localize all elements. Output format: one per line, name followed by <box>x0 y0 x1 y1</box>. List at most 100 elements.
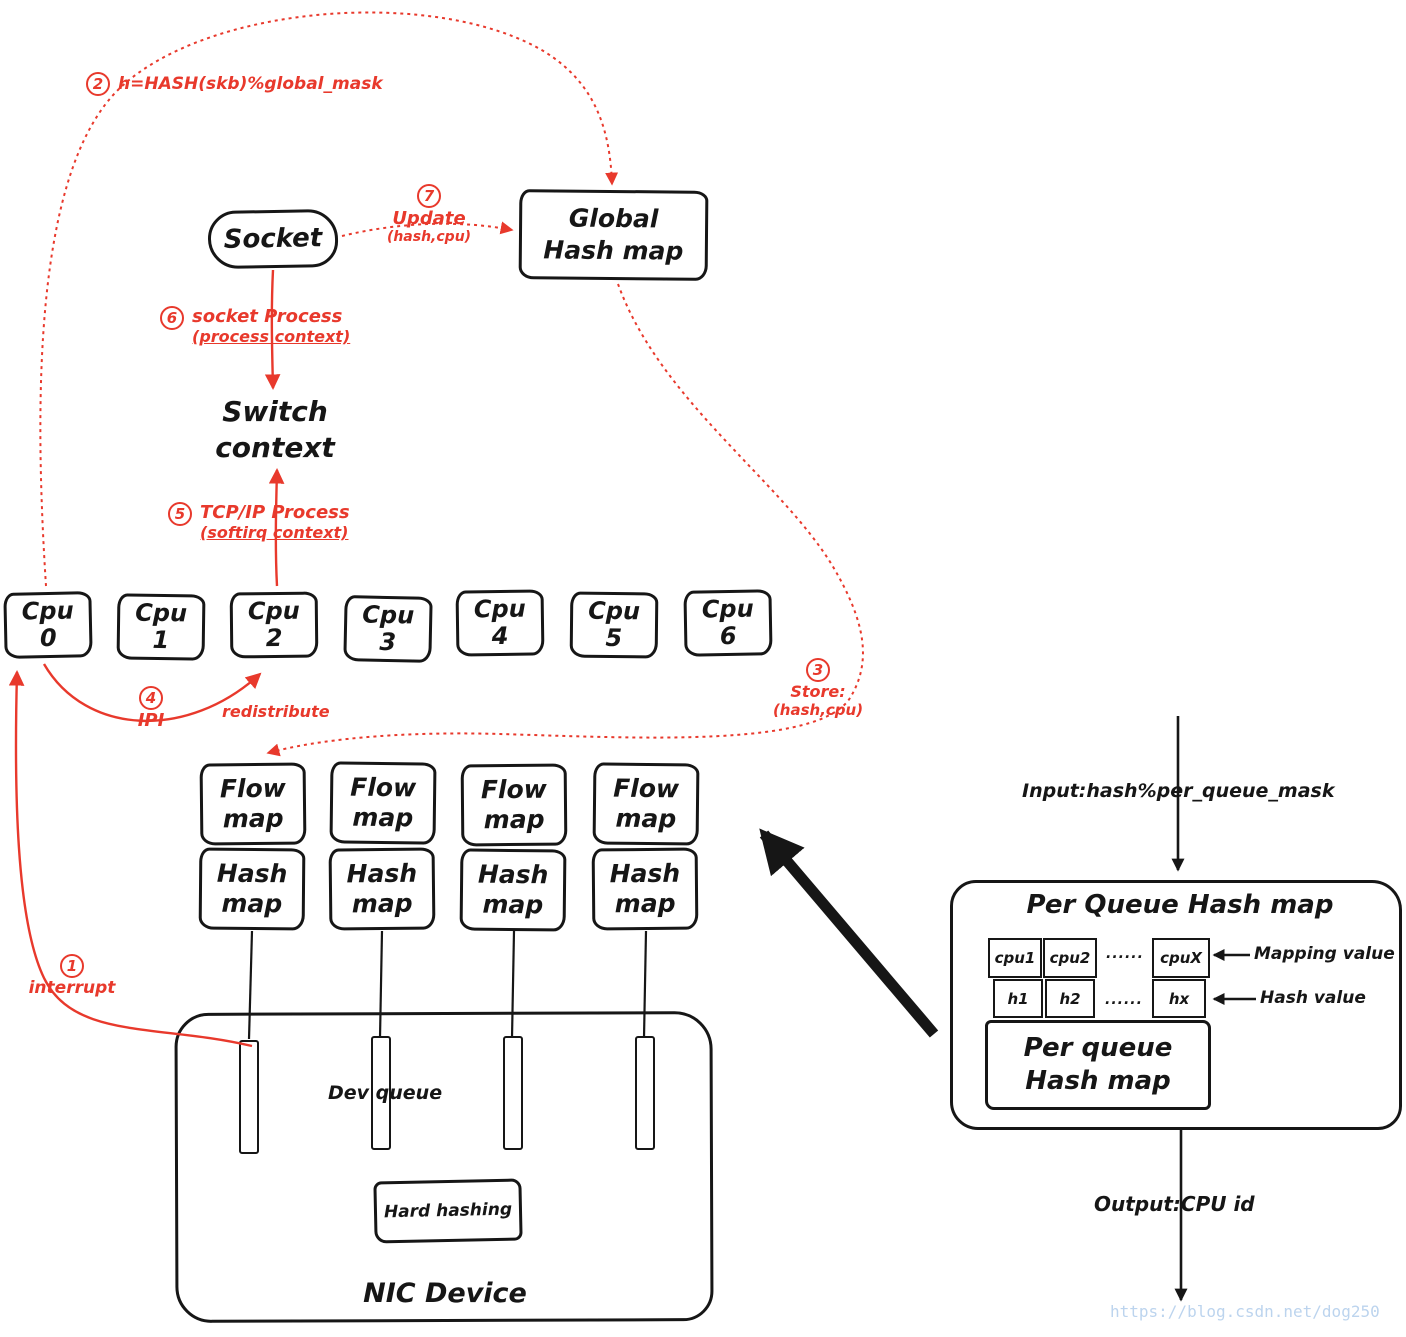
cpu-1-node: Cpu 1 <box>116 593 206 661</box>
per-queue-hash-map-title: Per Queue Hash map <box>1026 890 1334 920</box>
hash-map-2: Hash map <box>328 847 436 931</box>
step7-annotation: 7 Update (hash,cpu) <box>376 184 482 245</box>
cpu-3-line2: 3 <box>379 627 397 657</box>
step2-annotation: 2 h=HASH(skb)%global_mask <box>86 72 383 96</box>
cpu-5-line2: 5 <box>605 623 623 653</box>
step6-annotation: 6 socket Process (process context) <box>160 306 350 346</box>
cell-cpu-dots: ...... <box>1100 934 1150 974</box>
step4-text: IPI <box>137 710 165 731</box>
step6-number: 6 <box>160 306 184 330</box>
per-queue-hash-map-inner: Per queue Hash map <box>985 1020 1211 1110</box>
dev-queue-slot-4 <box>635 1036 655 1150</box>
hash-map-4: Hash map <box>591 847 699 931</box>
global-hash-map-line2: Hash map <box>543 235 684 266</box>
hash-value-label: Hash value <box>1260 988 1366 1008</box>
step4-number: 4 <box>139 686 163 710</box>
step5-number: 5 <box>168 502 192 526</box>
cpu-5-line1: Cpu <box>588 596 641 626</box>
hash-map-3-line1: Hash <box>477 859 549 890</box>
step3-line1: Store: <box>790 682 846 701</box>
cpu-3-line1: Cpu <box>362 600 415 630</box>
nic-device-label: NIC Device <box>363 1278 527 1309</box>
socket-node: Socket <box>207 208 339 270</box>
cpu-0-line1: Cpu <box>21 596 74 626</box>
flow-map-4-line2: map <box>615 803 677 834</box>
cpu-6-node: Cpu 6 <box>683 589 773 657</box>
step7-line2: (hash,cpu) <box>386 229 472 245</box>
cpu-4-node: Cpu 4 <box>455 589 545 657</box>
hard-hashing-label: Hard hashing <box>383 1199 513 1223</box>
hash-map-4-line1: Hash <box>609 858 681 889</box>
watermark: https://blog.csdn.net/dog250 <box>1110 1302 1380 1321</box>
step5-annotation: 5 TCP/IP Process (softirq context) <box>168 502 350 542</box>
cpu-0-line2: 0 <box>39 623 57 653</box>
hash-map-2-line2: map <box>351 888 413 919</box>
global-hash-map-line1: Global <box>568 203 659 234</box>
cpu-2-node: Cpu 2 <box>229 591 319 659</box>
cell-h1: h1 <box>993 979 1043 1018</box>
cpu-2-line1: Cpu <box>247 596 300 626</box>
cell-cpuX: cpuX <box>1152 938 1210 978</box>
output-label: Output:CPU id <box>1094 1192 1255 1216</box>
hash-map-2-line1: Hash <box>346 858 418 889</box>
step1-number: 1 <box>60 954 84 978</box>
flow-map-4-line1: Flow <box>613 773 680 804</box>
step4-annotation: 4 IPI <box>126 686 176 731</box>
step2-number: 2 <box>86 72 110 96</box>
cell-h-dots: ...... <box>1098 982 1150 1018</box>
flow-map-1-line1: Flow <box>219 773 286 804</box>
cpu-4-line1: Cpu <box>473 594 526 624</box>
step1-text: interrupt <box>28 978 116 998</box>
flow-map-4: Flow map <box>592 762 700 846</box>
dev-queue-slot-3 <box>503 1036 523 1150</box>
cpu-1-line2: 1 <box>152 625 170 655</box>
per-queue-inner-line1: Per queue <box>1023 1033 1173 1063</box>
cell-hx: hx <box>1152 979 1206 1018</box>
mapping-value-label: Mapping value <box>1254 944 1395 964</box>
hard-hashing-node: Hard hashing <box>373 1178 523 1244</box>
hash-map-3: Hash map <box>459 848 567 932</box>
flow-map-3-line1: Flow <box>480 774 547 805</box>
hash-map-3-line2: map <box>482 889 544 920</box>
global-hash-map-node: Global Hash map <box>518 189 709 281</box>
cpu-4-line2: 4 <box>491 621 509 651</box>
step2-text: h=HASH(skb)%global_mask <box>118 74 383 94</box>
hash-map-1-line2: map <box>221 888 283 919</box>
cpu-6-line1: Cpu <box>701 594 754 624</box>
step3-number: 3 <box>806 658 830 682</box>
cell-cpu1: cpu1 <box>988 938 1042 978</box>
dev-queue-label: Dev queue <box>328 1082 443 1104</box>
cpu-2-line2: 2 <box>265 623 283 653</box>
socket-label: Socket <box>223 223 323 255</box>
flow-map-2-line2: map <box>352 802 414 833</box>
hash-map-1: Hash map <box>198 847 306 931</box>
cpu-0-node: Cpu 0 <box>3 591 93 659</box>
step6-line2: (process context) <box>192 327 351 346</box>
flow-map-2-line1: Flow <box>350 772 417 803</box>
hash-map-4-line2: map <box>614 888 676 919</box>
step3-annotation: 3 Store: (hash,cpu) <box>766 658 870 719</box>
switch-context-label: Switch context <box>205 394 345 466</box>
cpu-6-line2: 6 <box>719 621 737 651</box>
flow-map-2: Flow map <box>329 761 437 845</box>
cpu-5-node: Cpu 5 <box>569 591 659 659</box>
switch-context-line2: context <box>215 431 335 464</box>
step5-line2: (softirq context) <box>200 523 349 542</box>
cpu-3-node: Cpu 3 <box>343 595 433 663</box>
step5-line1: TCP/IP Process <box>200 502 350 523</box>
dev-queue-slot-1 <box>239 1040 259 1154</box>
callout-arrow <box>759 828 939 1038</box>
flow-map-1: Flow map <box>199 762 307 846</box>
step7-number: 7 <box>417 184 441 208</box>
flow-map-3: Flow map <box>460 763 568 847</box>
hash-map-1-line1: Hash <box>216 858 288 889</box>
flow-map-3-line2: map <box>483 804 545 835</box>
input-label: Input:hash%per_queue_mask <box>1022 780 1335 802</box>
cpu-1-line1: Cpu <box>135 598 188 628</box>
switch-context-line1: Switch <box>222 395 328 428</box>
cell-h2: h2 <box>1045 979 1095 1018</box>
step3-line2: (hash,cpu) <box>772 701 864 719</box>
flow-map-1-line2: map <box>222 803 284 834</box>
step7-line1: Update <box>392 208 466 229</box>
per-queue-inner-line2: Hash map <box>1025 1066 1171 1096</box>
